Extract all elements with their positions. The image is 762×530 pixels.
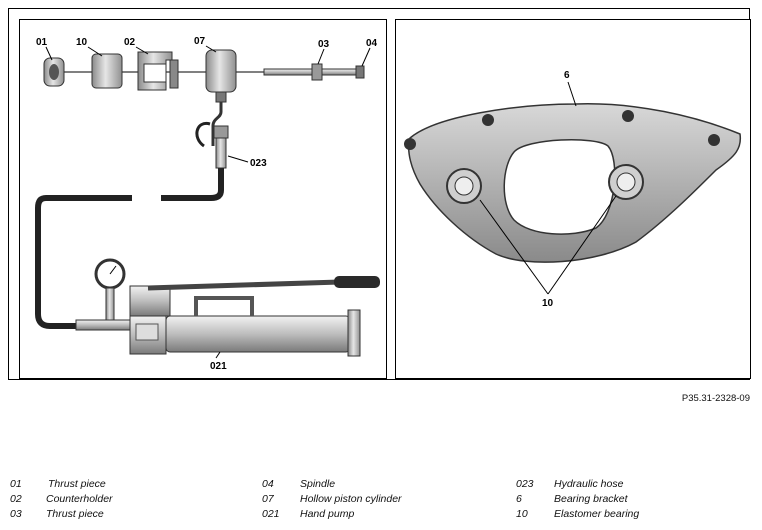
counterholder-02 (137, 51, 179, 91)
elastomer-bearing-right (608, 164, 644, 200)
callout-07: 07 (194, 36, 206, 47)
thrust-piece-10 (91, 53, 123, 89)
bearing-bracket-illustration: 6 10 (404, 70, 742, 309)
callout-10: 10 (76, 37, 88, 48)
hydraulic-hose-023 (35, 102, 229, 329)
callout-6: 6 (564, 70, 570, 81)
callout-021: 021 (210, 361, 227, 372)
figure-code: P35.31-2328-09 (681, 393, 750, 404)
figure-frame: 01 10 02 07 03 04 023 021 (8, 8, 751, 380)
callouts-right: 6 10 (479, 70, 617, 309)
spindle-04 (263, 63, 365, 81)
callout-02: 02 (124, 37, 136, 48)
hollow-piston-cylinder-07 (205, 49, 237, 103)
elastomer-bearing-left (446, 168, 482, 204)
callout-10-right: 10 (542, 298, 554, 309)
callouts-left: 01 10 02 07 03 04 023 021 (36, 36, 378, 372)
hand-pump-021 (75, 258, 380, 357)
bearing-bracket-panel: 6 10 (395, 19, 751, 379)
thrust-piece-01 (43, 57, 65, 87)
callout-03: 03 (318, 39, 330, 50)
callout-04: 04 (366, 38, 378, 49)
tool-set-panel: 01 10 02 07 03 04 023 021 (19, 19, 387, 379)
callout-023: 023 (250, 158, 267, 169)
tool-set-illustration: 01 10 02 07 03 04 023 021 (35, 36, 380, 372)
bearing-bracket-6 (404, 103, 742, 263)
callout-01: 01 (36, 37, 48, 48)
